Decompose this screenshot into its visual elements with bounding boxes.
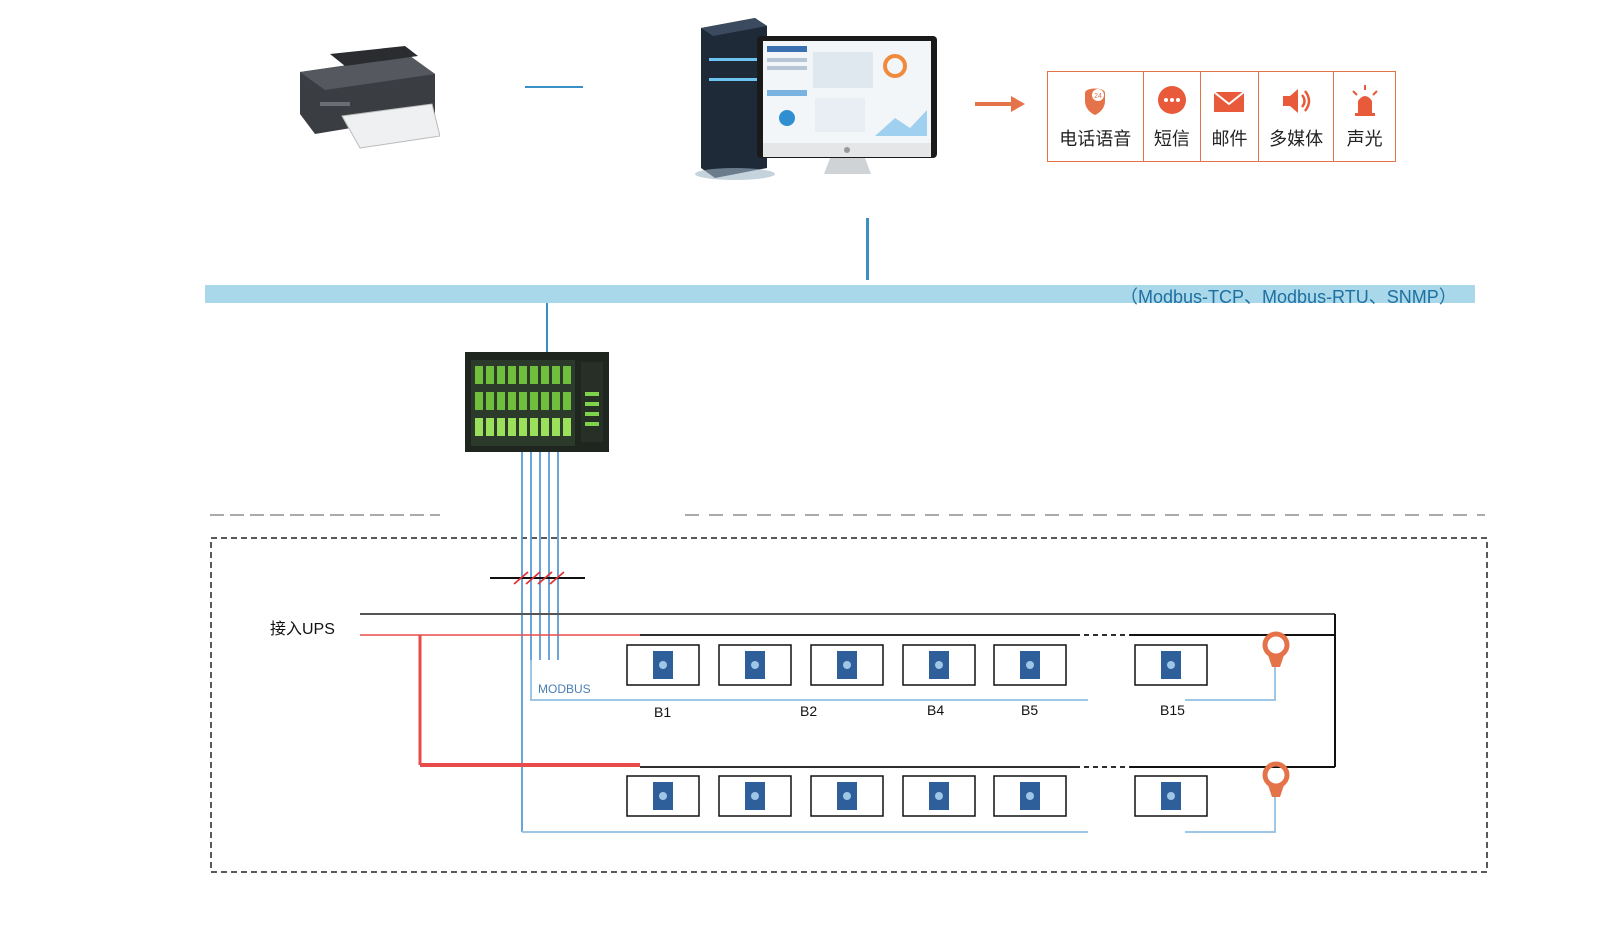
battery-system-container (210, 537, 1488, 873)
communication-bus (205, 285, 1475, 303)
monitor-channel-bar (552, 392, 560, 410)
monitor-channel-bar (552, 418, 560, 436)
monitor-channel-bar (552, 366, 560, 384)
monitor-channel-bar (497, 366, 505, 384)
monitor-channel-bar (475, 392, 483, 410)
alarm-label: 短信 (1153, 128, 1190, 149)
battery-label-b15: B15 (1160, 702, 1185, 718)
monitor-channel-bar (519, 418, 527, 436)
alarm-label: 邮件 (1211, 128, 1248, 149)
battery-label-b4: B4 (927, 702, 945, 718)
alarm-sms: 短信 (1144, 72, 1202, 161)
alarm-label: 电话语音 (1059, 128, 1132, 149)
monitor-channel-bar (519, 392, 527, 410)
module-indicator (935, 792, 943, 800)
monitor-channel-bar (497, 418, 505, 436)
current-sensor-base (1268, 785, 1284, 797)
battery-label-b1: B1 (654, 704, 672, 720)
speaker-icon (1283, 88, 1311, 113)
monitor-channel-bar (563, 392, 571, 410)
computer-workstation-icon (695, 18, 937, 180)
module-indicator (843, 661, 851, 669)
alarm-label: 声光 (1346, 128, 1383, 149)
alarm-sound-light: 声光 (1334, 72, 1395, 161)
monitor-channel-bar (508, 418, 516, 436)
monitor-channel-bar (541, 418, 549, 436)
alarm-notification-panel: 24 电话语音 短信 邮件 多媒 (1047, 71, 1396, 162)
email-icon (1213, 90, 1246, 112)
alarm-multimedia: 多媒体 (1259, 72, 1335, 161)
monitor-channel-bar (519, 366, 527, 384)
monitor-channel-bar (541, 392, 549, 410)
monitor-channel-bar (508, 392, 516, 410)
separator-line (210, 514, 1485, 516)
alarm-email: 邮件 (1201, 72, 1259, 161)
bus-monitor-link (546, 303, 548, 355)
module-indicator (751, 792, 759, 800)
monitor-channel-bar (486, 366, 494, 384)
monitor-channel-bar (530, 392, 538, 410)
monitor-channel-bar (486, 392, 494, 410)
module-indicator (659, 661, 667, 669)
module-indicator (935, 661, 943, 669)
modbus-label: MODBUS (538, 682, 591, 696)
module-indicator (659, 792, 667, 800)
monitor-channel-bar (563, 366, 571, 384)
sms-icon (1157, 85, 1186, 114)
monitor-channel-bar (508, 366, 516, 384)
siren-icon (1351, 84, 1378, 116)
module-indicator (1026, 661, 1034, 669)
monitor-channel-bar (530, 366, 538, 384)
module-indicator (1167, 792, 1175, 800)
alarm-phone-voice: 24 电话语音 (1048, 72, 1144, 161)
svg-text:24: 24 (1094, 93, 1102, 100)
module-indicator (751, 661, 759, 669)
monitor-channel-bar (530, 418, 538, 436)
workstation-bus-link (866, 218, 869, 280)
module-indicator (1167, 661, 1175, 669)
battery-label-b2: B2 (800, 703, 818, 719)
module-indicator (843, 792, 851, 800)
ups-label: 接入UPS (270, 621, 335, 638)
monitor-channel-bar (497, 392, 505, 410)
monitor-channel-bar (541, 366, 549, 384)
current-sensor-base (1268, 655, 1284, 667)
battery-label-b5: B5 (1021, 702, 1039, 718)
monitor-channel-bar (486, 418, 494, 436)
alarm-label: 多媒体 (1269, 128, 1324, 149)
monitor-channel-bar (475, 418, 483, 436)
module-indicator (1026, 792, 1034, 800)
monitor-channel-bar (563, 418, 571, 436)
battery-monitor-device-icon (465, 352, 609, 452)
printer-link-line (525, 86, 583, 88)
phone-24h-icon: 24 (1085, 88, 1106, 115)
current-sensor-icon (1262, 631, 1290, 659)
protocol-label: （Modbus-TCP、Modbus-RTU、SNMP） (1120, 287, 1457, 307)
arrow-right-icon (975, 96, 1025, 112)
monitor-channel-bar (475, 366, 483, 384)
printer-icon (300, 46, 440, 149)
